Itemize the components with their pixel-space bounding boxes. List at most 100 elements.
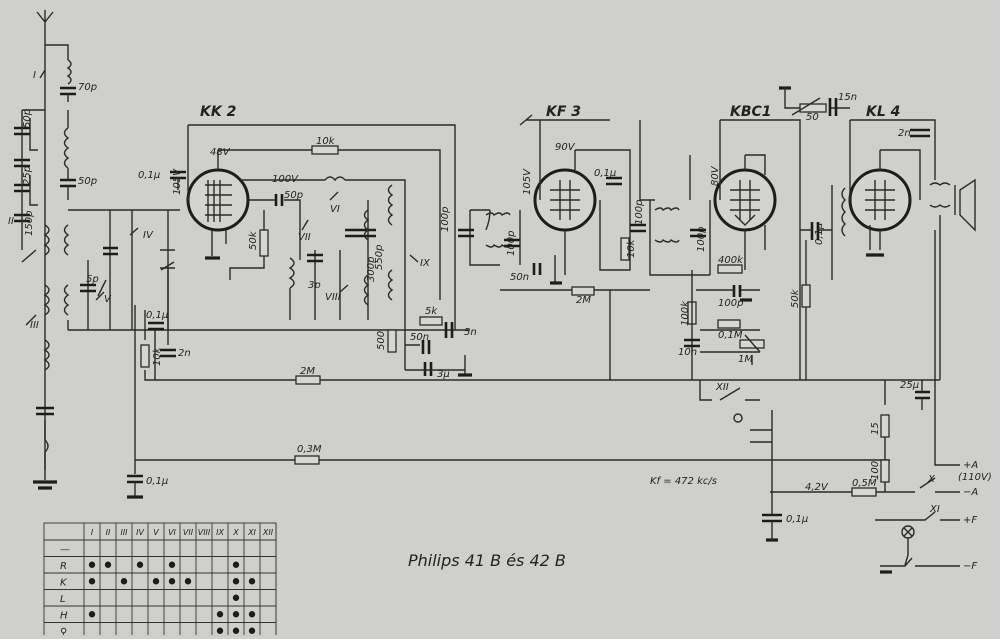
switch-label-VI: VI xyxy=(330,204,340,215)
label-r1M: 1M xyxy=(738,354,753,365)
label-c550p: 550p xyxy=(374,245,385,270)
table-contact-dot xyxy=(104,561,112,568)
table-column-header: IX xyxy=(216,528,224,537)
table-column-header: II xyxy=(106,528,111,537)
table-row-label: K xyxy=(60,577,68,588)
table-contact-dot xyxy=(248,578,256,585)
label-r2M-b: 2M xyxy=(576,295,591,306)
label-c50p-c: 50p xyxy=(284,190,303,201)
label-r100k: 100k xyxy=(680,300,691,326)
switch-label-V: V xyxy=(104,294,112,305)
table-contact-dot xyxy=(184,578,192,585)
table-contact-dot xyxy=(88,561,96,568)
terminal-minus-f: −F xyxy=(963,561,977,572)
voltage-kf3-plate: 90V xyxy=(555,142,576,153)
resistor-2M-a xyxy=(295,375,321,385)
resistor-0-5M xyxy=(851,487,877,497)
label-c01u-a: 0,1µ xyxy=(138,170,160,181)
table-row-label: ⚲ xyxy=(60,627,67,635)
label-c50n: 50n xyxy=(410,332,429,343)
label-r50k-kk2: 50k xyxy=(248,230,259,250)
table-row-label: L xyxy=(60,594,66,605)
table-contact-dot xyxy=(88,611,96,618)
table-column-header: V xyxy=(153,528,159,537)
label-r10k-kf3: 10k xyxy=(626,238,637,258)
label-r01M: 0,1M xyxy=(718,330,743,341)
table-row-label: — xyxy=(60,544,70,555)
label-c25p: 25p xyxy=(22,166,33,185)
table-column-header: VII xyxy=(183,528,194,537)
switch-label-III: III xyxy=(30,320,39,331)
resistor-10k-top xyxy=(311,145,339,155)
label-c01u-b: 0,1µ xyxy=(146,310,168,321)
label-c5n: 5n xyxy=(464,327,477,338)
switch-label-XII: XII xyxy=(715,382,729,393)
switch-label-X: X xyxy=(927,474,936,485)
table-contact-dot xyxy=(136,561,144,568)
label-r10k-top: 10k xyxy=(316,136,336,147)
label-c01u-d: 0,1µ xyxy=(594,168,616,179)
switch-label-IX: IX xyxy=(420,258,431,269)
label-c70p: 70p xyxy=(78,82,97,93)
terminal-minus-a: −A xyxy=(963,487,978,498)
tube-label-kbc1: KBC1 xyxy=(730,104,772,120)
label-r15: 15 xyxy=(870,422,881,435)
antenna-section xyxy=(14,10,470,490)
resistor-400k xyxy=(717,264,743,274)
label-c300p: 300p xyxy=(366,257,377,282)
table-row-label: H xyxy=(60,610,68,621)
label-r10k-ant: 10k xyxy=(152,346,163,366)
resistor-1M xyxy=(739,339,765,349)
table-contact-dot xyxy=(232,594,240,601)
label-c50p-a: 50p xyxy=(22,109,33,128)
resistor-50k-kbc xyxy=(801,284,811,308)
power-section xyxy=(699,380,960,574)
voltage-kf3-screen: 105V xyxy=(522,168,533,195)
table-contact-dot xyxy=(232,611,240,618)
voltage-osc-plate: 100V xyxy=(272,174,299,185)
if-frequency-note: Kf = 472 kc/s xyxy=(650,476,717,487)
kl4-stage xyxy=(770,119,976,497)
resistor-500 xyxy=(387,329,397,353)
label-r100: 100 xyxy=(870,461,881,480)
tube-label-kf3: KF 3 xyxy=(546,104,581,120)
table-row-label: R xyxy=(60,561,67,572)
voltage-kk2-plate: 105V xyxy=(172,168,183,195)
label-c150p: 150p xyxy=(24,211,35,236)
table-contact-dot xyxy=(232,578,240,585)
label-c2n: 2n xyxy=(178,348,191,359)
table-column-header: VI xyxy=(168,528,176,537)
label-r50-top: 50 xyxy=(806,112,819,123)
resistor-50k-kk2 xyxy=(259,229,269,257)
switch-label-II: II xyxy=(8,216,14,227)
label-c3u: 3µ xyxy=(437,369,450,380)
terminal-110v: (110V) xyxy=(958,472,992,483)
label-c01u-f: 0,1µ xyxy=(786,514,808,525)
resistor-2M-b xyxy=(571,286,595,296)
resistor-5k xyxy=(419,316,443,326)
label-c15n: 15n xyxy=(838,92,857,103)
table-column-header: X xyxy=(232,528,239,537)
voltage-bias: 4,2V xyxy=(805,482,829,493)
switch-label-IV: IV xyxy=(143,230,154,241)
label-c25u: 25µ xyxy=(900,380,919,391)
label-c01u-c: 0,1µ xyxy=(146,476,168,487)
label-c100p-d: 100p xyxy=(696,227,707,252)
resistor-50-top xyxy=(799,103,827,113)
label-c10n: 10n xyxy=(678,347,697,358)
label-r500: 500 xyxy=(376,331,387,350)
label-c100p-e: 100p xyxy=(718,298,743,309)
bias-network xyxy=(127,270,890,499)
voltage-kk2-screen: 48V xyxy=(210,147,231,158)
table-column-header: IV xyxy=(136,528,144,537)
table-contact-dot xyxy=(168,578,176,585)
switch-label-VIII: VIII xyxy=(325,292,341,303)
schematic-title: Philips 41 B és 42 B xyxy=(408,551,566,570)
switch-label-XI: XI xyxy=(929,504,940,515)
table-contact-dot xyxy=(248,611,256,618)
resistor-100 xyxy=(880,459,890,483)
label-r05M: 0,5M xyxy=(852,478,877,489)
